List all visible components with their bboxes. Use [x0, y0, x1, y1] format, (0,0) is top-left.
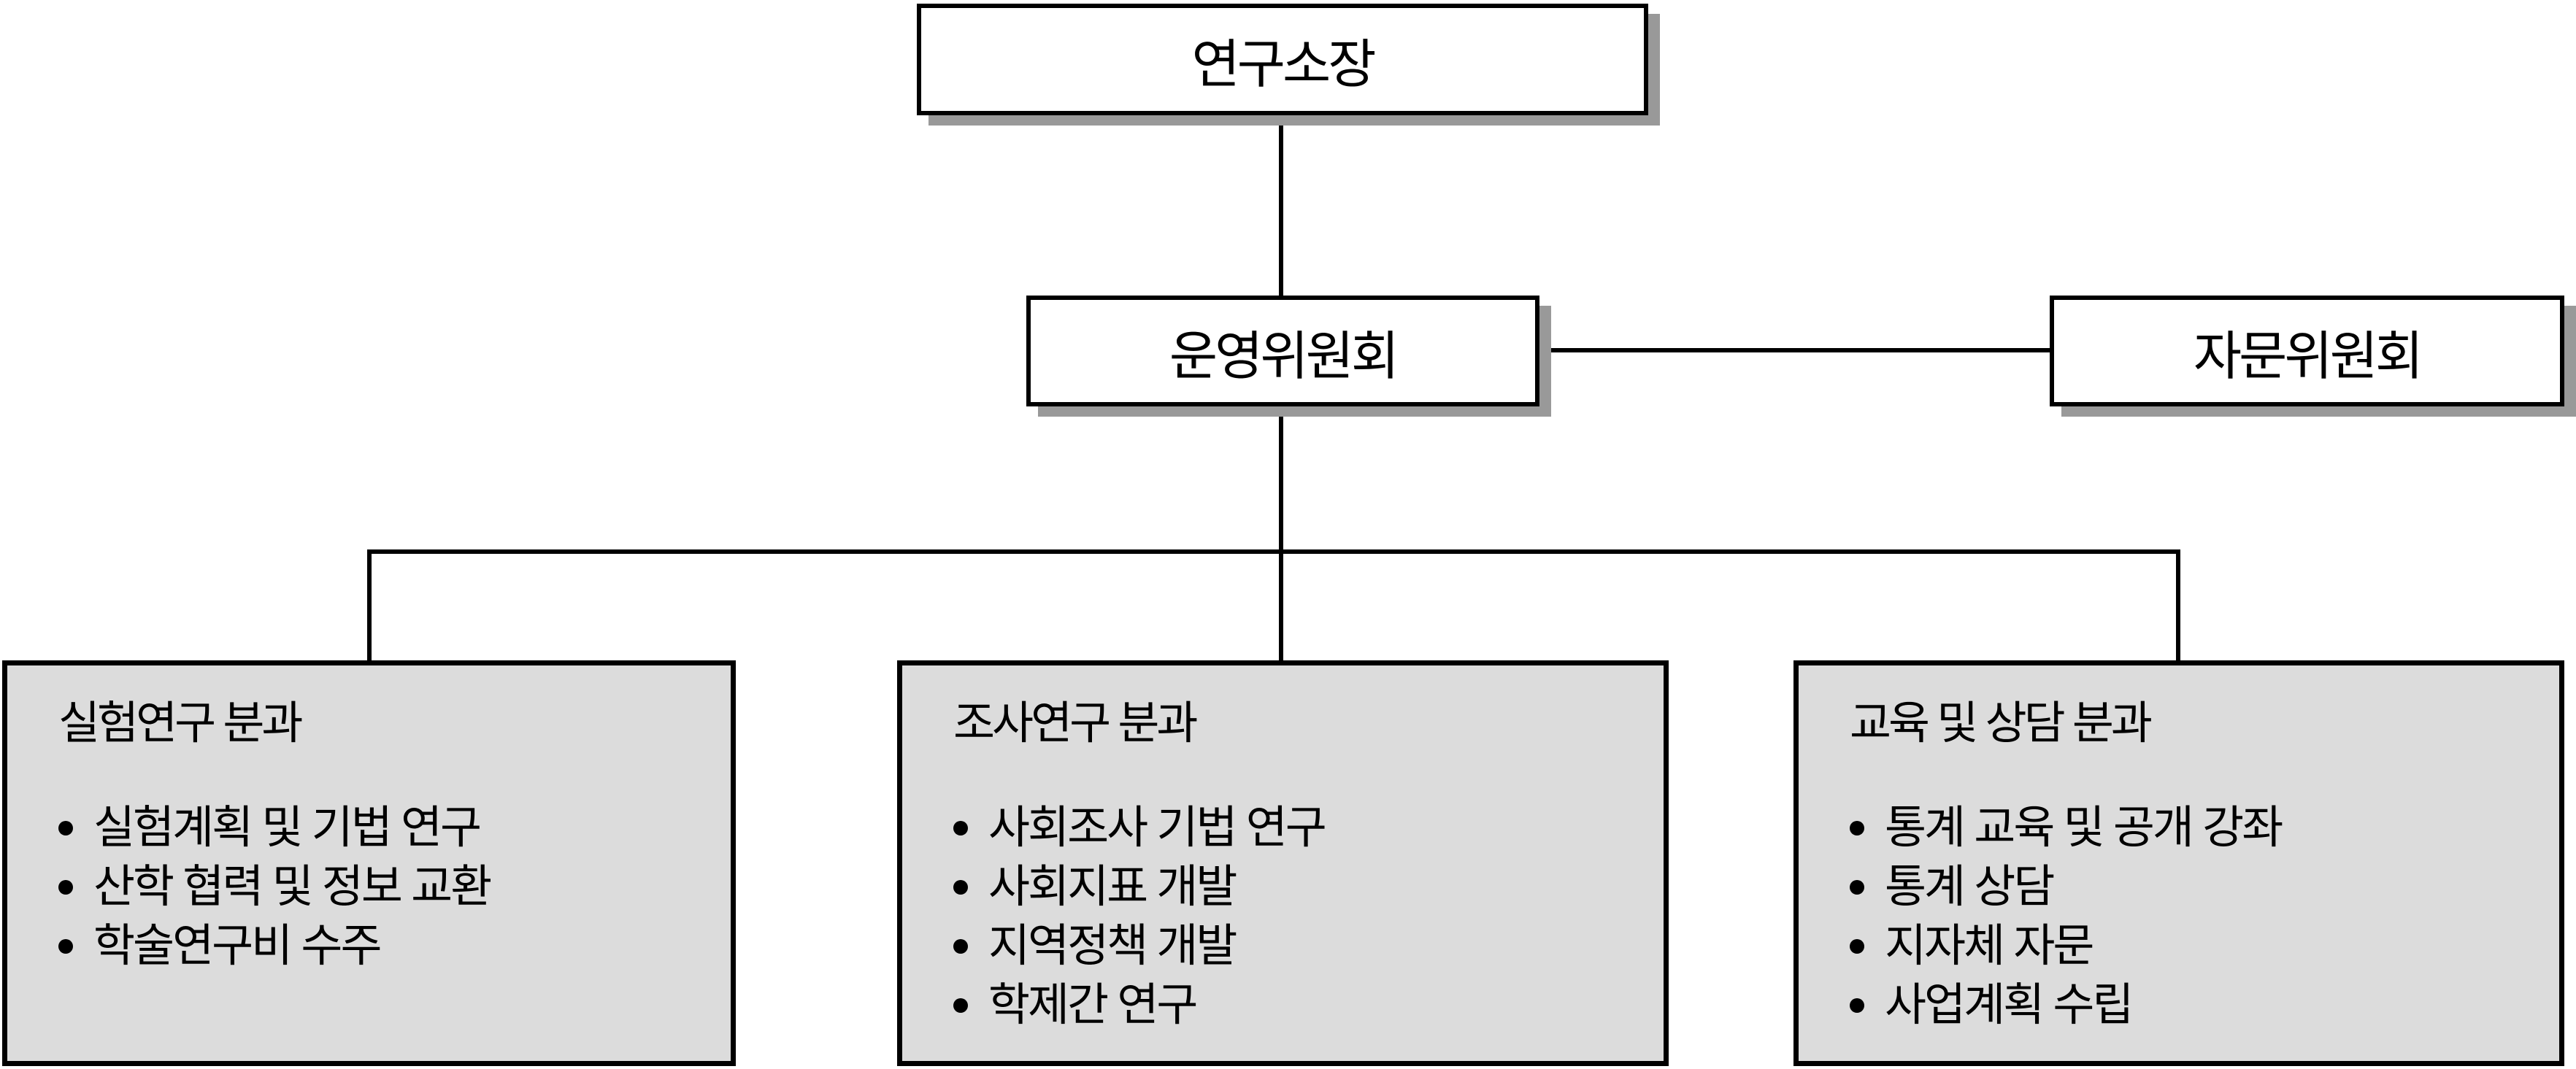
advisory-committee-label: 자문위원회 [2193, 327, 2423, 386]
director-label: 연구소장 [1191, 36, 1377, 94]
bullet-icon [1850, 938, 1864, 954]
division-title: 실험연구 분과 [58, 698, 303, 749]
director-box: 연구소장 [917, 4, 1648, 115]
bullet-icon [953, 820, 968, 835]
division-experimental-research: 실험연구 분과 실험계획 및 기법 연구 산학 협력 및 정보 교환 학술연구비… [2, 660, 736, 1066]
connector-to-division-1 [367, 549, 372, 663]
list-item: 실험계획 및 기법 연구 [58, 798, 731, 857]
connector-committee-to-advisory [1537, 348, 2051, 352]
bullet-icon [953, 997, 968, 1013]
bullet-icon [1850, 879, 1864, 895]
bullet-icon [953, 879, 968, 895]
steering-committee-label: 운영위원회 [1169, 327, 1399, 386]
bullet-icon [58, 938, 73, 954]
connector-director-to-committee [1279, 113, 1283, 297]
division-education-consulting: 교육 및 상담 분과 통계 교육 및 공개 강좌 통계 상담 지자체 자문 사업… [1793, 660, 2564, 1066]
division-title: 교육 및 상담 분과 [1850, 698, 2153, 749]
steering-committee-box: 운영위원회 [1026, 296, 1539, 406]
list-item: 학술연구비 수주 [58, 916, 731, 976]
bullet-icon [58, 879, 73, 895]
bullet-icon [58, 820, 73, 835]
connector-to-division-3 [2176, 549, 2180, 663]
list-item: 사업계획 수립 [1850, 976, 2559, 1035]
bullet-icon [953, 938, 968, 954]
list-item: 산학 협력 및 정보 교환 [58, 857, 731, 916]
list-item: 지역정책 개발 [953, 916, 1664, 976]
division-title: 조사연구 분과 [953, 698, 1198, 749]
list-item: 사회지표 개발 [953, 857, 1664, 916]
list-item: 사회조사 기법 연구 [953, 798, 1664, 857]
list-item: 학제간 연구 [953, 976, 1664, 1035]
connector-horizontal-bus [367, 549, 2180, 554]
list-item: 통계 교육 및 공개 강좌 [1850, 798, 2559, 857]
bullet-icon [1850, 820, 1864, 835]
list-item: 통계 상담 [1850, 857, 2559, 916]
list-item: 지자체 자문 [1850, 916, 2559, 976]
advisory-committee-box: 자문위원회 [2050, 296, 2564, 406]
bullet-icon [1850, 997, 1864, 1013]
connector-committee-down [1279, 404, 1283, 663]
division-survey-research: 조사연구 분과 사회조사 기법 연구 사회지표 개발 지역정책 개발 학제간 연… [897, 660, 1669, 1066]
